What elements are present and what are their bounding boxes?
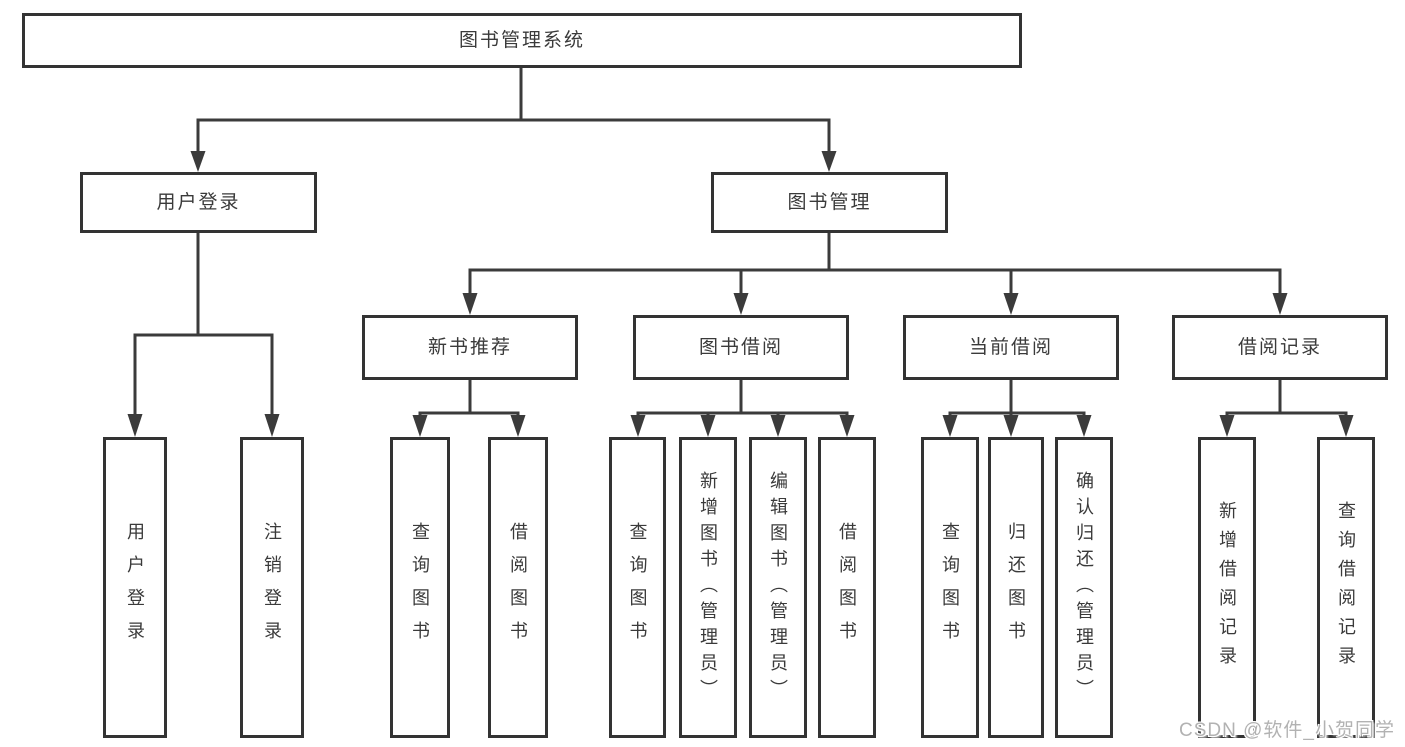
node-book-borrow: 图书借阅	[633, 315, 849, 380]
node-book-management: 图书管理	[711, 172, 948, 233]
leaf-logout: 注销登录	[240, 437, 304, 738]
leaf-user-login-label: 用户登录	[125, 521, 145, 654]
leaf-recommend-query-books: 查询图书	[390, 437, 450, 738]
leaf-user-login: 用户登录	[103, 437, 167, 738]
leaf-current-return-books-label: 归还图书	[1006, 521, 1026, 654]
leaf-borrow-edit-books-label: 编辑图书（管理员）	[768, 470, 788, 705]
node-root: 图书管理系统	[22, 13, 1022, 68]
leaf-records-query-record: 查询借阅记录	[1317, 437, 1375, 738]
leaf-current-return-books: 归还图书	[988, 437, 1044, 738]
node-borrow-records: 借阅记录	[1172, 315, 1388, 380]
leaf-borrow-query-books-label: 查询图书	[627, 521, 648, 654]
leaf-logout-label: 注销登录	[262, 521, 282, 654]
node-user-login: 用户登录	[80, 172, 317, 233]
leaf-records-add-record-label: 新增借阅记录	[1217, 500, 1237, 675]
node-borrow-records-label: 借阅记录	[1237, 337, 1322, 358]
leaf-recommend-borrow-books-label: 借阅图书	[508, 521, 528, 654]
leaf-current-query-books: 查询图书	[921, 437, 979, 738]
leaf-borrow-query-books: 查询图书	[609, 437, 666, 738]
node-user-login-label: 用户登录	[156, 192, 241, 213]
node-book-borrow-label: 图书借阅	[698, 337, 783, 358]
leaf-borrow-borrow-books-label: 借阅图书	[837, 521, 857, 654]
leaf-recommend-query-books-label: 查询图书	[410, 521, 430, 654]
leaf-recommend-borrow-books: 借阅图书	[488, 437, 548, 738]
leaf-borrow-borrow-books: 借阅图书	[818, 437, 876, 738]
leaf-current-confirm-return-label: 确认归还（管理员）	[1074, 470, 1094, 705]
leaf-borrow-add-books: 新增图书（管理员）	[679, 437, 737, 738]
node-new-book-recommend-label: 新书推荐	[427, 337, 512, 358]
csdn-watermark: CSDN @软件_小贺同学	[1179, 720, 1395, 741]
leaf-borrow-edit-books: 编辑图书（管理员）	[749, 437, 807, 738]
node-root-label: 图书管理系统	[458, 30, 585, 51]
node-book-management-label: 图书管理	[787, 192, 872, 213]
leaf-records-add-record: 新增借阅记录	[1198, 437, 1256, 738]
leaf-records-query-record-label: 查询借阅记录	[1336, 500, 1356, 675]
leaf-borrow-add-books-label: 新增图书（管理员）	[698, 470, 718, 705]
node-new-book-recommend: 新书推荐	[362, 315, 578, 380]
node-current-borrow: 当前借阅	[903, 315, 1119, 380]
leaf-current-query-books-label: 查询图书	[940, 521, 960, 654]
leaf-current-confirm-return: 确认归还（管理员）	[1055, 437, 1113, 738]
node-current-borrow-label: 当前借阅	[968, 337, 1053, 358]
